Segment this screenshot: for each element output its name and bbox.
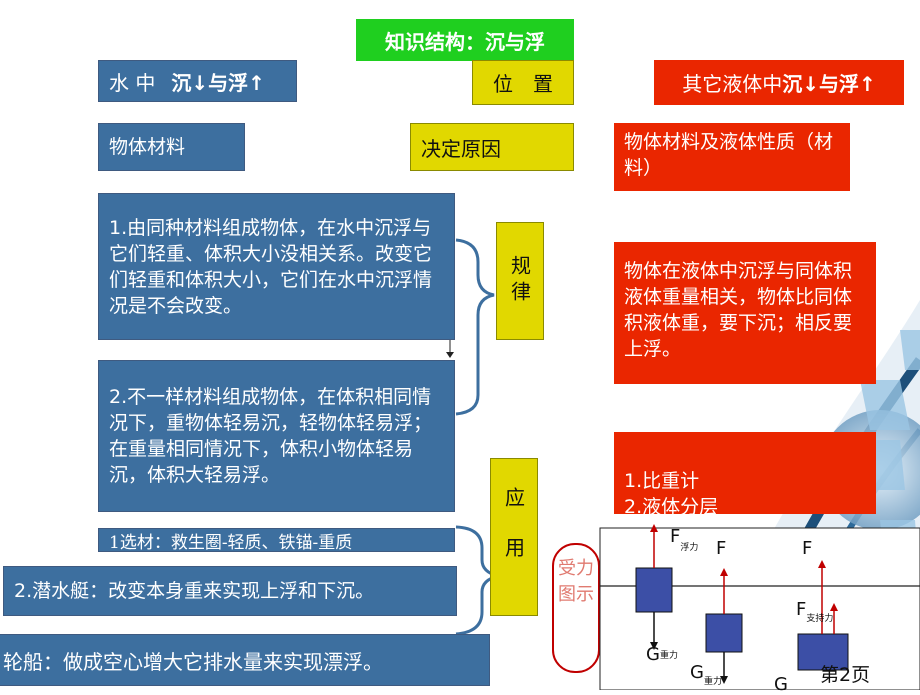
water-app2-text: 2.潜水艇：改变本身重来实现上浮和下沉。 [14,580,375,602]
other-rule-box: 物体在液体中沉浮与同体积液体重量相关，物体比同体积液体重，要下沉；相反要上浮。 [614,242,876,384]
water-rule2-box: 2.不一样材料组成物体，在体积相同情况下，重物体轻易沉，轻物体轻易浮；在重量相同… [98,360,455,512]
page-title-text: 知识结构：沉与浮 [385,29,545,54]
force-f1-symbol: F [670,526,681,547]
force-f-support-sub: 支持力 [806,614,834,624]
other-title-box: 其它液体中 沉↓与浮↑ [654,60,904,105]
force-diagram-label-frame [552,543,600,673]
force-g2-symbol: G [690,662,704,683]
water-app3-box: 轮船：做成空心增大它排水量来实现漂浮。 [0,634,490,686]
force-diagram-label: 受力图示 [558,556,594,608]
water-material-box: 物体材料 [98,123,245,171]
water-material-text: 物体材料 [109,136,186,158]
application-box: 应用 [490,458,538,616]
water-app2-box: 2.潜水艇：改变本身重来实现上浮和下沉。 [3,566,457,616]
floating-block [635,567,673,613]
water-title-bold: 沉↓与浮↑ [171,70,265,95]
position-box: 位 置 [472,60,574,105]
other-title-plain: 其它液体中 [682,72,783,96]
application-text: 应用 [501,487,526,587]
force-f1-sub: 浮力 [680,543,699,553]
force-g1-symbol: G [646,644,660,665]
reason-text: 决定原因 [421,136,501,161]
sinking-block [705,613,743,653]
water-app1-text: 1选材：救生圈-轻质、铁锚-重质 [109,532,353,553]
page-number-text: 第2页 [820,664,871,686]
other-rule-text: 物体在液体中沉浮与同体积液体重量相关，物体比同体积液体重，要下沉；相反要上浮。 [624,260,853,360]
force-label-g3: G [774,674,788,695]
water-title-box: 水 中 沉↓与浮↑ [98,60,297,102]
page-number: 第2页 [820,660,870,687]
reason-box: 决定原因 [410,123,574,171]
other-material-box: 物体材料及液体性质（材料） [614,123,850,191]
other-application-text: 1.比重计 2.液体分层 [624,470,719,518]
other-application-box: 1.比重计 2.液体分层 [614,432,876,518]
force-g1-sub: 重力 [659,651,678,661]
force-g3-symbol: G [774,674,788,695]
water-app1-box: 1选材：救生圈-轻质、铁锚-重质 [98,528,455,553]
force-diagram-label-text: 受力图示 [558,558,594,605]
force-g2-sub: 重力 [703,677,722,687]
water-app3-text: 轮船：做成空心增大它排水量来实现漂浮。 [3,649,383,674]
other-material-text: 物体材料及液体性质（材料） [624,131,834,179]
force-label-f3: F [802,538,812,559]
water-rule2-text: 2.不一样材料组成物体，在体积相同情况下，重物体轻易沉，轻物体轻易浮；在重量相同… [109,386,433,486]
force-label-f1: F浮力 [670,526,698,553]
force-f-support-symbol: F [796,599,807,620]
force-label-g1: G重力 [646,644,678,665]
water-title-plain: 水 中 [109,70,156,95]
position-text: 位 置 [493,72,553,96]
water-rule1-text: 1.由同种材料组成物体，在水中沉浮与它们轻重、体积大小没相关系。改变它们轻重和体… [109,216,433,317]
force-label-f2: F [716,538,726,559]
force-label-f-support: F支持力 [796,599,833,624]
force-f3-symbol: F [802,538,813,559]
rule-box: 规律 [496,222,544,340]
force-label-g2: G重力 [690,662,722,687]
page-title: 知识结构：沉与浮 [356,19,574,61]
rule-text: 规律 [507,255,532,307]
force-f2-symbol: F [716,538,727,559]
other-title-bold: 沉↓与浮↑ [782,72,876,96]
bottom-block [797,633,849,671]
water-rule1-box: 1.由同种材料组成物体，在水中沉浮与它们轻重、体积大小没相关系。改变它们轻重和体… [98,193,455,340]
